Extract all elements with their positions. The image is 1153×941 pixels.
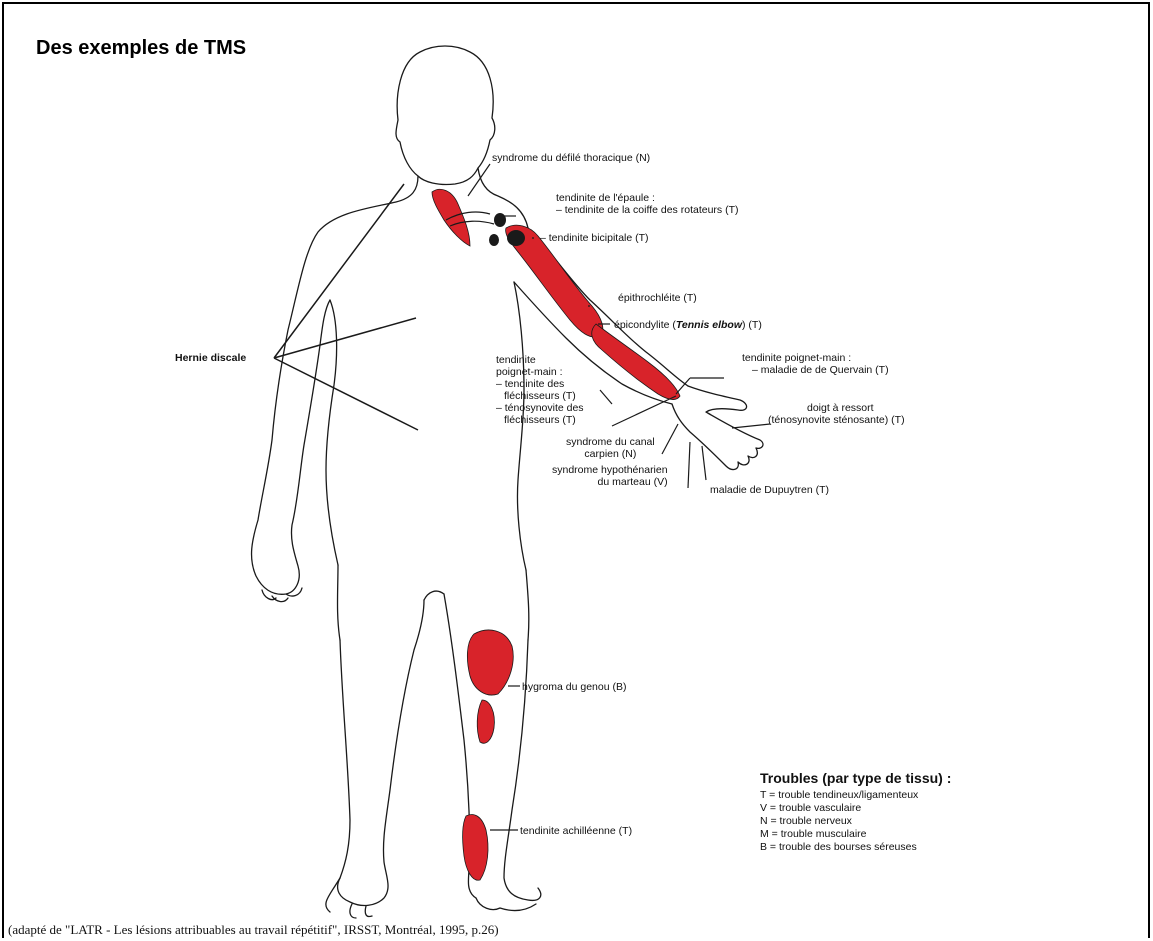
legend-item: B = trouble des bourses séreuses [760, 841, 951, 854]
label-doigt-a-ressort: doigt à ressort (ténosynovite sténosante… [776, 402, 905, 426]
label-hygroma-genou: hygroma du genou (B) [522, 681, 626, 693]
legend-item: T = trouble tendineux/ligamenteux [760, 789, 951, 802]
knee-area [467, 630, 513, 695]
label-epithrochleite: épithrochléite (T) [618, 292, 697, 304]
legend-item: N = trouble nerveux [760, 815, 951, 828]
label-tendinite-poignet-main-right: tendinite poignet-main : – maladie de de… [742, 352, 889, 376]
legend: Troubles (par type de tissu) : T = troub… [760, 770, 951, 854]
label-epicondylite: épicondylite (Tennis elbow) (T) [614, 319, 762, 331]
label-tennis-elbow: Tennis elbow [676, 319, 742, 331]
achilles-area [463, 815, 488, 881]
label-tendinite-poignet-main-left: tendinite poignet-main : – tendinite des… [496, 354, 584, 426]
label-canal-carpien: syndrome du canal carpien (N) [566, 436, 655, 460]
label-tendinite-bicipitale: – tendinite bicipitale (T) [540, 232, 649, 244]
label-hypothenarien: syndrome hypothénarien du marteau (V) [552, 464, 668, 488]
legend-item: M = trouble musculaire [760, 828, 951, 841]
label-defile-thoracique: syndrome du défilé thoracique (N) [492, 152, 650, 164]
legend-item: V = trouble vasculaire [760, 802, 951, 815]
label-coiffe-rotateurs: – tendinite de la coiffe des rotateurs (… [556, 204, 739, 216]
label-tendinite-epaule: tendinite de l'épaule : – tendinite de l… [556, 192, 739, 216]
label-hernie-discale: Hernie discale [175, 352, 246, 364]
legend-title: Troubles (par type de tissu) : [760, 770, 951, 786]
source-citation: (adapté de "LATR - Les lésions attribuab… [8, 922, 499, 938]
body-outline [252, 46, 763, 918]
label-dupuytren: maladie de Dupuytren (T) [710, 484, 829, 496]
label-epaule-title: tendinite de l'épaule : [556, 192, 739, 204]
shin-area [477, 700, 494, 743]
forearm-area [592, 324, 680, 400]
label-tendinite-achilleenne: tendinite achilléenne (T) [520, 825, 632, 837]
